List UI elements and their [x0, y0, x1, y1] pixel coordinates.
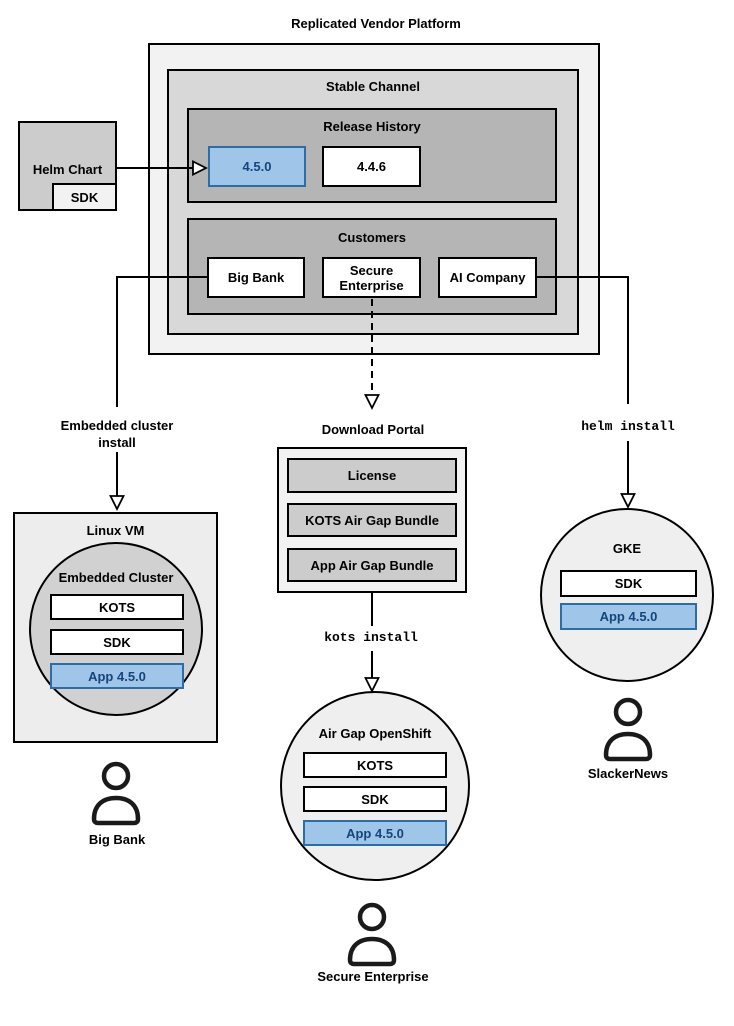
- release-history-label: Release History: [323, 119, 421, 134]
- air-gap-openshift-label: Air Gap OpenShift: [318, 726, 432, 741]
- download-portal-title: Download Portal: [321, 422, 425, 437]
- arrowhead-icon: [109, 495, 125, 512]
- kots-label: KOTS: [98, 599, 136, 615]
- air-gap-openshift-circle: Air Gap OpenShift KOTS SDK App 4.5.0: [280, 691, 470, 881]
- release-4-5-0-node: 4.5.0: [208, 146, 306, 187]
- arrowhead-icon: [620, 493, 636, 510]
- helm-chart-label: Helm Chart: [32, 162, 103, 177]
- arrowhead-icon: [364, 677, 380, 694]
- stable-channel-label: Stable Channel: [326, 79, 420, 94]
- replicated-vendor-platform-box: Stable Channel Release History 4.5.0 4.4…: [148, 43, 600, 355]
- sdk-label: SDK: [103, 634, 131, 650]
- embedded-cluster-app-node: App 4.5.0: [50, 663, 184, 689]
- gke-sdk-node: SDK: [560, 570, 697, 597]
- arrowhead-icon: [364, 394, 380, 411]
- app-air-gap-bundle-label: App Air Gap Bundle: [310, 557, 434, 573]
- openshift-app-node: App 4.5.0: [303, 820, 447, 846]
- persona-slackernews-label: SlackerNews: [587, 766, 669, 781]
- release-history-box: Release History 4.5.0 4.4.6: [187, 108, 557, 203]
- openshift-kots-node: KOTS: [303, 752, 447, 778]
- sdk-label: SDK: [614, 576, 643, 591]
- openshift-sdk-node: SDK: [303, 786, 447, 812]
- persona-big-bank-label: Big Bank: [88, 832, 146, 847]
- embedded-cluster-install-label: Embedded cluster install: [60, 418, 174, 450]
- app-air-gap-bundle-node: App Air Gap Bundle: [287, 548, 457, 582]
- app-version-label: App 4.5.0: [88, 668, 146, 684]
- download-portal-box: License KOTS Air Gap Bundle App Air Gap …: [277, 447, 467, 593]
- persona-secure-enterprise-label: Secure Enterprise: [317, 969, 429, 984]
- gke-circle: GKE SDK App 4.5.0: [540, 508, 714, 682]
- embedded-cluster-sdk-node: SDK: [50, 629, 184, 655]
- release-4-4-6-node: 4.4.6: [322, 146, 421, 187]
- customer-big-bank-label: Big Bank: [227, 270, 285, 285]
- person-icon: [347, 902, 397, 967]
- app-version-label: App 4.5.0: [346, 825, 404, 841]
- app-version-label: App 4.5.0: [599, 609, 658, 624]
- helm-chart-sdk-node: SDK: [52, 183, 117, 211]
- sdk-label: SDK: [361, 791, 389, 807]
- kots-install-label: kots install: [324, 630, 418, 645]
- gke-label: GKE: [612, 541, 642, 556]
- helm-install-label: helm install: [581, 419, 675, 434]
- customer-ai-company-label: AI Company: [449, 270, 526, 285]
- license-node: License: [287, 458, 457, 493]
- embedded-cluster-circle: Embedded Cluster KOTS SDK App 4.5.0: [29, 542, 203, 716]
- customer-secure-enterprise-label: Secure Enterprise: [339, 262, 404, 293]
- customers-box: Customers Big Bank Secure Enterprise AI …: [187, 218, 557, 315]
- release-4-5-0-label: 4.5.0: [242, 159, 272, 174]
- customer-secure-enterprise-node: Secure Enterprise: [322, 257, 421, 298]
- kots-air-gap-bundle-label: KOTS Air Gap Bundle: [305, 512, 439, 528]
- linux-vm-box: Linux VM Embedded Cluster KOTS SDK App 4…: [13, 512, 218, 743]
- gke-app-node: App 4.5.0: [560, 603, 697, 630]
- linux-vm-label: Linux VM: [86, 523, 145, 538]
- customer-ai-company-node: AI Company: [438, 257, 537, 298]
- kots-air-gap-bundle-node: KOTS Air Gap Bundle: [287, 503, 457, 537]
- person-icon: [91, 761, 141, 826]
- embedded-cluster-label: Embedded Cluster: [58, 570, 174, 585]
- customer-big-bank-node: Big Bank: [207, 257, 305, 298]
- diagram-title: Replicated Vendor Platform: [291, 16, 461, 31]
- license-label: License: [347, 468, 397, 483]
- embedded-cluster-kots-node: KOTS: [50, 594, 184, 620]
- person-icon: [603, 697, 653, 762]
- helm-chart-box: Helm Chart SDK: [18, 121, 117, 211]
- release-4-4-6-label: 4.4.6: [357, 159, 386, 174]
- kots-label: KOTS: [356, 757, 394, 773]
- helm-chart-sdk-label: SDK: [70, 189, 99, 205]
- customers-label: Customers: [338, 230, 406, 245]
- stable-channel-box: Stable Channel Release History 4.5.0 4.4…: [167, 69, 579, 335]
